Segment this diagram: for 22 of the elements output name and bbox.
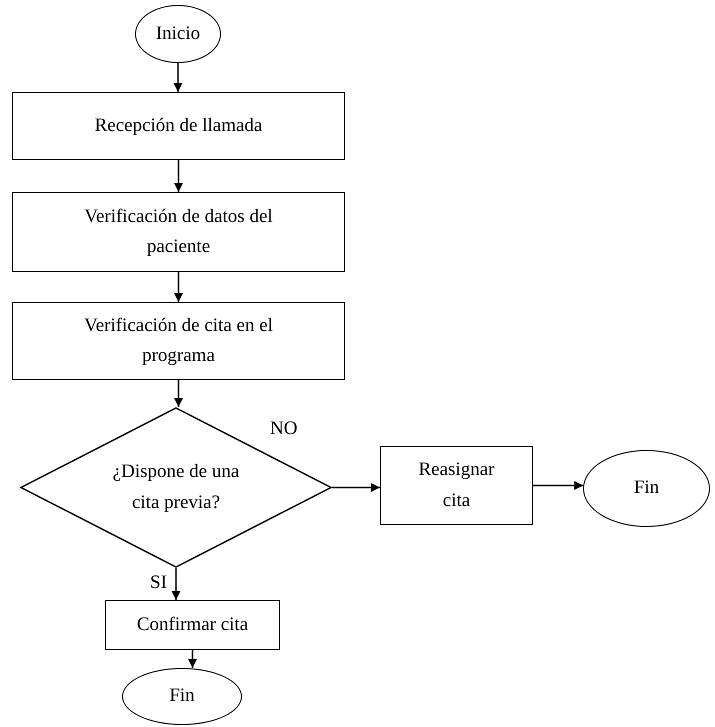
node-text: Confirmar cita	[136, 612, 248, 637]
process-box	[380, 446, 533, 525]
node-text: Verificación de datos del paciente	[83, 204, 274, 259]
arrow	[188, 650, 197, 668]
arrow	[172, 568, 180, 600]
node-text: Recepción de llamada	[94, 114, 262, 138]
process-box	[12, 92, 345, 160]
node-text: Reasignar cita	[418, 458, 496, 512]
process-box	[12, 192, 345, 272]
arrow	[174, 160, 183, 192]
node-text: ¿Dispone de una cita previa?	[112, 460, 240, 514]
node-text: Inicio	[156, 22, 200, 46]
process-box	[105, 600, 280, 650]
arrow	[533, 481, 584, 490]
process-box	[12, 302, 345, 380]
arrow	[332, 483, 380, 492]
arrow	[174, 380, 183, 407]
node-text: Fin	[634, 476, 660, 500]
arrow	[174, 63, 182, 92]
node-text: Fin	[169, 684, 195, 708]
node-text: Verificación de cita en el programa	[83, 314, 274, 368]
arrow	[174, 272, 183, 302]
